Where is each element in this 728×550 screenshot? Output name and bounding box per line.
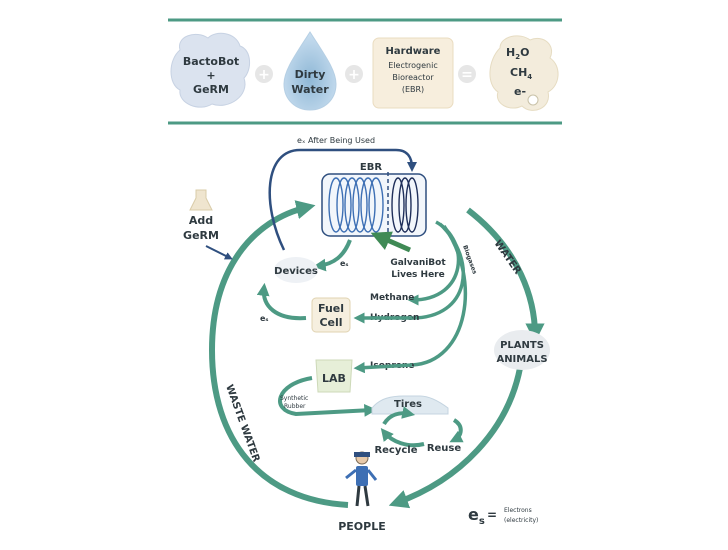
legend-symbol: es (468, 505, 485, 527)
equation-band: BactoBot + GeRM + Dirty Water + Hardware… (168, 18, 562, 125)
plus-sign-2: + (348, 67, 360, 83)
waste-water-arrow (208, 200, 349, 508)
bactobot-germ-blob: BactoBot + GeRM (170, 32, 250, 108)
main-cycle-arrow (466, 207, 545, 343)
water-formula: H2O (506, 46, 529, 61)
ebr-abbrev-label: (EBR) (402, 85, 424, 94)
es-devices-label: eₛ (340, 259, 348, 268)
water-label: WATER (492, 238, 523, 276)
galvanibot-arrow (370, 231, 412, 253)
lab-to-tires-arrow (278, 376, 378, 417)
add-germ-arrow (205, 245, 233, 260)
galvanibot-label-2: Lives Here (391, 270, 444, 280)
isoprene-arrow (353, 362, 413, 374)
bactobot-plus: + (206, 69, 215, 82)
galvanibot: GalvaniBot Lives Here (370, 231, 446, 280)
water-formula-sub: 2 (515, 53, 520, 61)
used-electrons-label: eₓ After Being Used (297, 136, 375, 145)
germ-label: GeRM (193, 83, 229, 96)
dirty-water-drop: Dirty Water (283, 31, 337, 111)
person-icon (345, 451, 378, 507)
hardware-label: Hardware (386, 46, 441, 57)
people-label: PEOPLE (338, 520, 386, 533)
legend-electricity: (electricity) (504, 517, 538, 524)
fuel-cell-node: Fuel Cell Methane Hydrogen eₛ (256, 282, 419, 333)
equals-sign: = (461, 67, 473, 83)
cycle-diagram: eₓ After Being Used EBR Add (183, 136, 550, 533)
devices-node: Devices eₛ (274, 239, 352, 283)
plants-to-people-arrow (388, 367, 523, 509)
fuel-cell-to-devices-arrow (256, 282, 307, 321)
plus-circle-2 (345, 65, 363, 83)
water-formula-o: O (520, 46, 529, 59)
lab-node: LAB Isoprene Synthetic Rubber (278, 359, 414, 417)
add-germ: Add GeRM (183, 189, 233, 260)
ebr-coils-left (328, 177, 384, 233)
germ-flask-icon (189, 189, 213, 211)
methane-formula-ch: CH (510, 66, 527, 79)
animals-label: ANIMALS (496, 354, 547, 365)
car-icon (371, 395, 449, 415)
recycle-label: Recycle (374, 445, 417, 456)
fuel-cell-label-1: Fuel (318, 302, 344, 315)
devices-label: Devices (274, 266, 318, 277)
plants-label: PLANTS (500, 340, 544, 351)
galvanibot-label-1: GalvaniBot (390, 258, 446, 268)
devices-bubble (274, 257, 318, 283)
legend: es = Electrons (electricity) (468, 505, 538, 527)
plus-circle-1 (255, 65, 273, 83)
reuse-label: Reuse (427, 443, 462, 454)
fuel-cell-label-2: Cell (319, 316, 342, 329)
used-electrons-arrow (268, 148, 417, 251)
plus-sign-1: + (258, 67, 270, 83)
electron-dot-icon (527, 94, 539, 106)
water-formula-h: H (506, 46, 515, 59)
ebr-to-devices-arrow (312, 239, 352, 272)
lab-label: LAB (322, 372, 346, 385)
legend-symbol-sub: s (479, 516, 485, 527)
recycle-reuse-loop (380, 406, 464, 448)
rubber-label: Rubber (284, 403, 306, 410)
biogas-streams (407, 220, 468, 367)
methane-formula-sub: 4 (527, 73, 532, 81)
add-germ-label-1: Add (189, 214, 213, 227)
hardware-ebr-box: Hardware Electrogenic Bioreactor (EBR) (372, 37, 454, 109)
people-node: PEOPLE (338, 451, 386, 533)
electrogenic-label: Electrogenic (388, 61, 437, 70)
legend-symbol-e: e (468, 505, 479, 524)
legend-electrons: Electrons (504, 507, 532, 514)
plants-animals-node: PLANTS ANIMALS (494, 330, 550, 370)
equals-circle (458, 65, 476, 83)
lab-flask-icon (315, 359, 353, 393)
bactobot-label: BactoBot (183, 55, 239, 68)
legend-equals: = (487, 508, 497, 522)
ebr-coils-right (391, 177, 419, 233)
es-fuel-cell-label: eₛ (260, 314, 268, 323)
result-blob: H2O CH4 e- (489, 35, 559, 111)
tires-label: Tires (394, 399, 422, 410)
methane-formula: CH4 (510, 66, 532, 81)
bioreactor-label: Bioreactor (392, 73, 434, 82)
ebr-reactor: EBR (321, 162, 427, 238)
synthetic-label: Synthetic (280, 395, 308, 402)
tires-node: Tires (371, 395, 449, 415)
electron-formula: e- (514, 85, 526, 98)
water-label: Water (291, 83, 329, 96)
plants-animals-bubble (494, 330, 550, 370)
add-germ-label-2: GeRM (183, 229, 219, 242)
fuel-cell-box (311, 297, 351, 333)
ebr-label: EBR (360, 162, 382, 173)
dirty-label: Dirty (295, 68, 326, 81)
methane-label: Methane (370, 293, 414, 303)
